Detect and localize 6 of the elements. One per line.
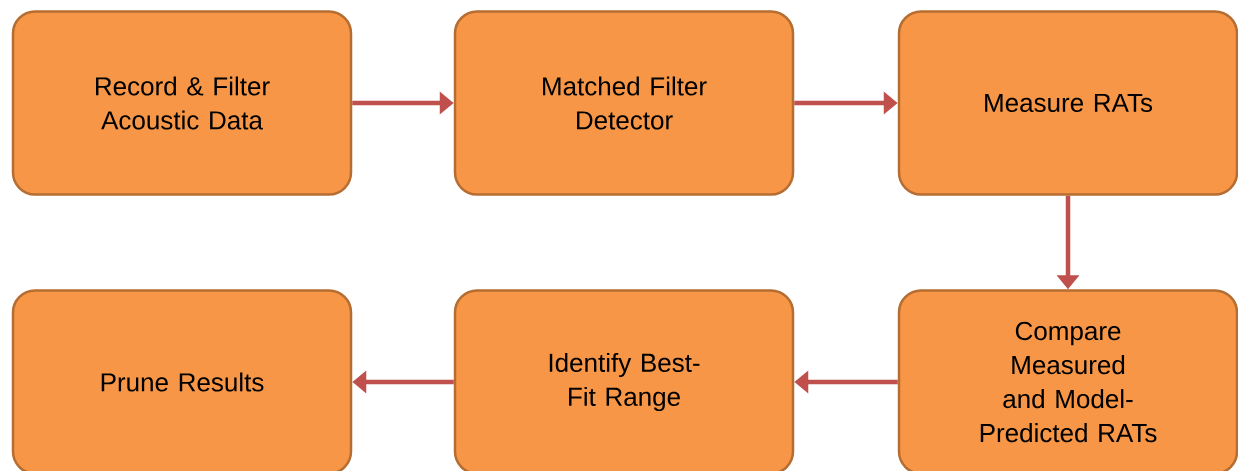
process-box: Compare Measured and Model-Predicted RATs [897,289,1238,471]
process-box: Record & Filter Acoustic Data [11,10,353,196]
process-box: Matched Filter Detector [453,10,795,196]
process-box: Measure RATs [897,10,1238,196]
process-box: Identify Best-Fit Range [453,289,795,471]
process-box: Prune Results [11,289,353,471]
